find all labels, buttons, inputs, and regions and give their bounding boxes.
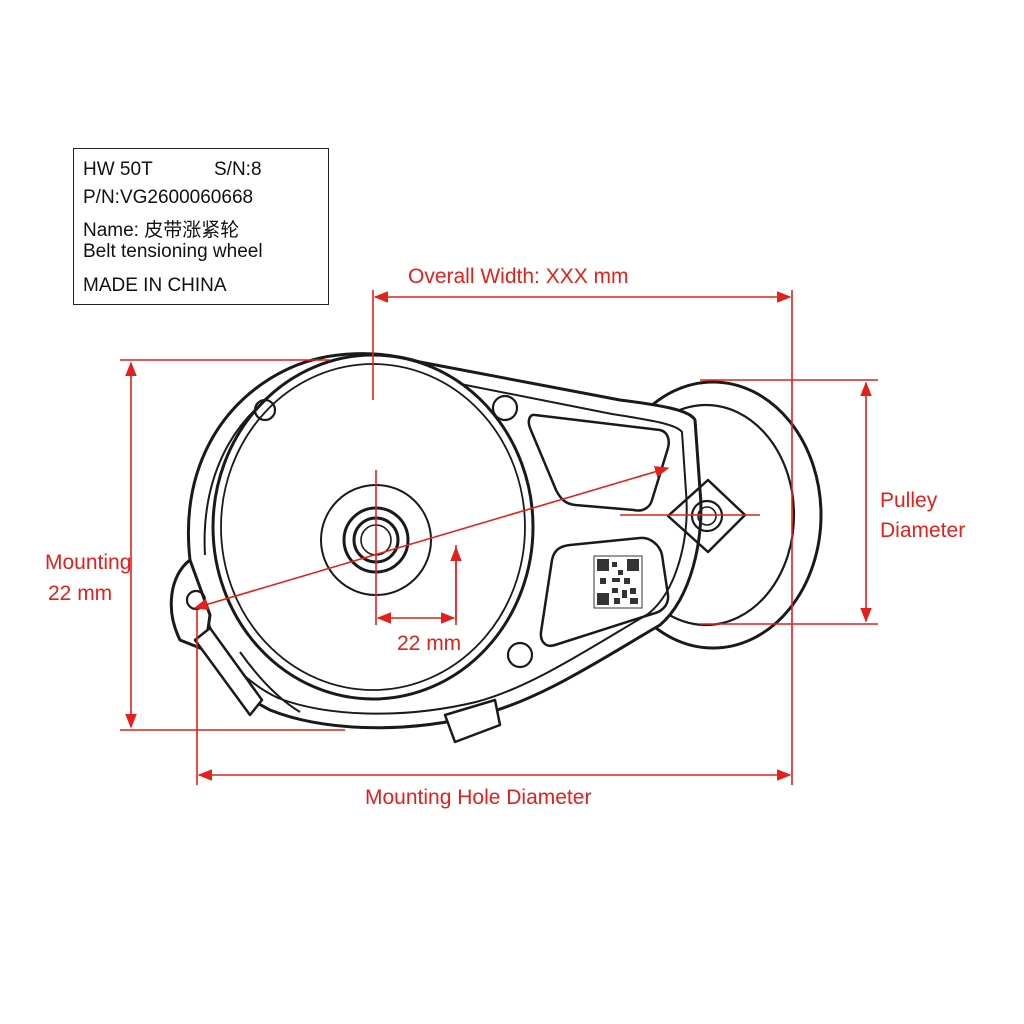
bolt-hole-top-left [253,398,277,422]
bottom-tab-left [193,626,264,717]
rim-groove [239,651,301,713]
part-number-text: P/N:VG2600060668 [83,187,254,208]
nameplate-label: HW 50T S/N:8 P/N:VG2600060668 Name: 皮带涨紧… [73,148,329,305]
english-name-text: Belt tensioning wheel [83,241,263,262]
pulley-diameter-label-line1: Pulley [880,489,938,512]
pulley-diameter-label-line2: Diameter [880,519,966,542]
model-text: HW 50T [83,159,153,180]
mounting-hole-diameter-label: Mounting Hole Diameter [365,786,592,809]
nut-bore [690,499,724,533]
bolt-hole-bottom [506,641,534,669]
serial-text: S/N:8 [214,159,262,180]
center-distance-arrow [193,466,670,610]
tensioner-body [169,352,823,744]
name-text: Name: 皮带涨紧轮 [83,220,240,241]
mounting-label-line2: 22 mm [48,582,113,605]
mounting-label-line1: Mounting [45,551,132,574]
nut-bore-inner [697,506,717,526]
dimension-lines [120,290,878,785]
origin-text: MADE IN CHINA [83,275,227,296]
bottom-tab-right [443,698,502,744]
main-pulley-outer [211,353,535,701]
bolt-hole-top-right [491,394,519,422]
overall-width-label: Overall Width: XXX mm [408,265,629,288]
qr-code [593,555,643,609]
mounting-lug [169,558,212,652]
offset-label: 22 mm [397,632,462,655]
